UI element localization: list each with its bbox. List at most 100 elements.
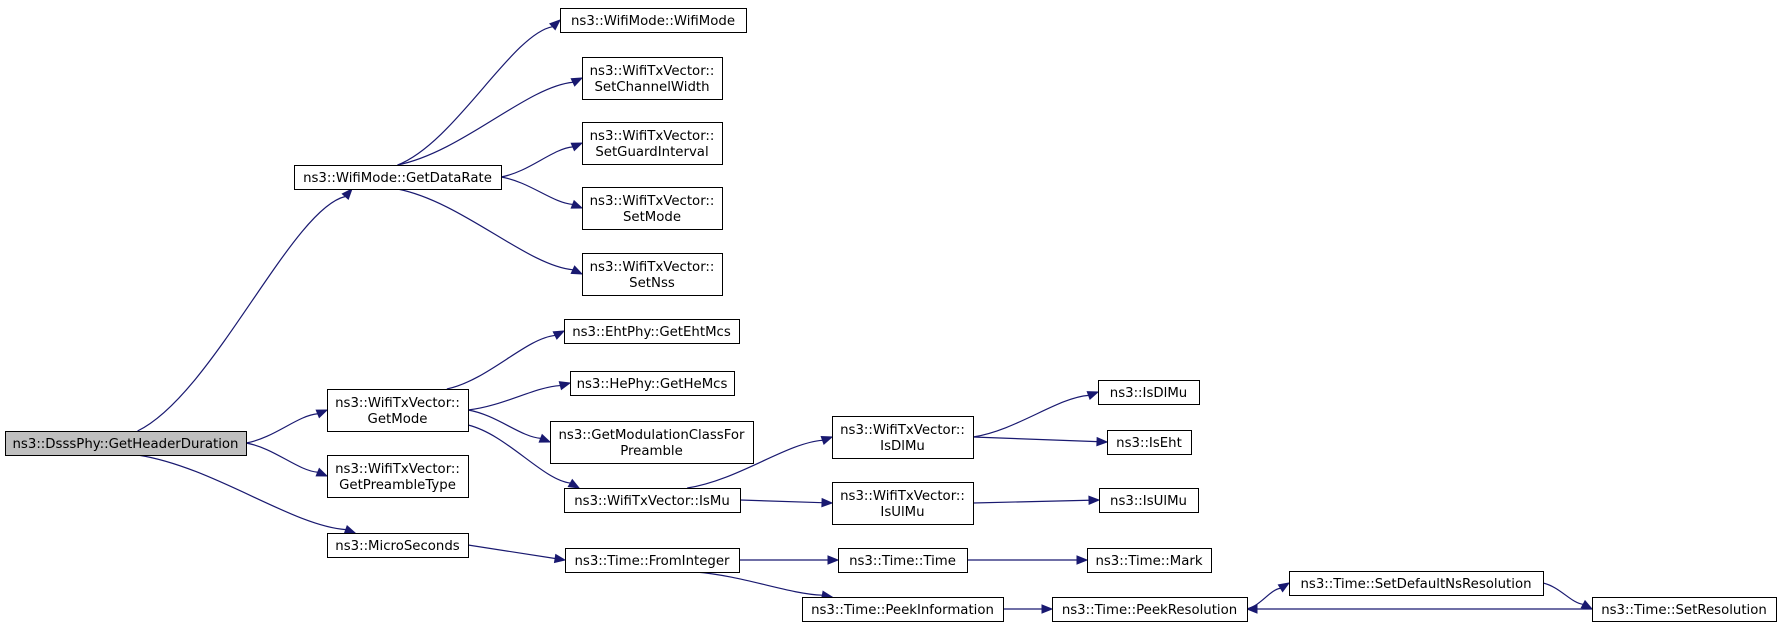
node-isDlMuVec[interactable]: ns3::WifiTxVector::IsDlMu: [832, 416, 974, 459]
node-getMode[interactable]: ns3::WifiTxVector::GetMode: [327, 389, 469, 432]
edge-fromInteger-to-peekInformation: [695, 571, 834, 600]
edge-arrowhead: [570, 199, 584, 209]
node-box: [832, 482, 974, 525]
edge-peekInformation-to-peekResolution: [1003, 604, 1054, 614]
edge-line: [972, 394, 1089, 438]
node-peekResolution[interactable]: ns3::Time::PeekResolution: [1052, 597, 1248, 622]
node-setMode[interactable]: ns3::WifiTxVector::SetMode: [582, 187, 723, 230]
node-peekInformation[interactable]: ns3::Time::PeekInformation: [802, 597, 1004, 622]
edge-line: [397, 188, 573, 271]
node-label: ns3::Time::FromInteger: [574, 554, 730, 569]
edge-peekResolution-to-setDefaultNsRes: [1246, 582, 1291, 610]
nodes-layer: ns3::DsssPhy::GetHeaderDurationns3::Wifi…: [5, 8, 1777, 622]
node-label: ns3::Time::SetDefaultNsResolution: [1300, 577, 1531, 592]
edge-arrowhead: [1088, 495, 1101, 505]
edge-line: [397, 26, 553, 166]
node-getHeMcs[interactable]: ns3::HePhy::GetHeMcs: [570, 371, 735, 396]
edge-microSeconds-to-fromInteger: [467, 544, 567, 564]
node-label: SetMode: [623, 210, 681, 225]
edge-line: [397, 81, 574, 166]
edge-arrowhead: [553, 553, 567, 564]
edge-arrowhead: [315, 467, 329, 477]
node-label: ns3::WifiTxVector::: [840, 423, 965, 438]
node-box: [582, 122, 723, 165]
node-isMuVec[interactable]: ns3::WifiTxVector::IsMu: [564, 488, 741, 513]
edge-isUlMuVec-to-isUlMu: [972, 495, 1101, 505]
node-root[interactable]: ns3::DsssPhy::GetHeaderDuration: [5, 431, 247, 456]
edge-root-to-getPreambleType: [245, 442, 329, 477]
node-setResolution[interactable]: ns3::Time::SetResolution: [1592, 597, 1777, 622]
edge-getMode-to-getEhtMcs: [446, 330, 566, 390]
node-box: [294, 165, 502, 190]
node-label: ns3::MicroSeconds: [335, 539, 459, 554]
node-getEhtMcs[interactable]: ns3::EhtPhy::GetEhtMcs: [564, 319, 740, 344]
edge-line: [467, 424, 571, 484]
node-isUlMu[interactable]: ns3::IsUlMu: [1099, 488, 1199, 513]
node-timeMark[interactable]: ns3::Time::Mark: [1087, 548, 1212, 573]
node-setGuardInterval[interactable]: ns3::WifiTxVector::SetGuardInterval: [582, 122, 723, 165]
edge-line: [137, 454, 346, 531]
node-fromInteger[interactable]: ns3::Time::FromInteger: [565, 548, 740, 573]
edge-root-to-getMode: [245, 409, 329, 444]
edge-arrowhead: [1096, 436, 1109, 447]
node-label: ns3::WifiMode::WifiMode: [571, 14, 735, 29]
node-box: [1098, 380, 1200, 405]
edge-getMode-to-isMuVec: [467, 424, 581, 489]
edge-arrowhead: [1041, 604, 1054, 614]
edge-getDataRate-to-setMode: [500, 176, 584, 209]
node-box: [1107, 430, 1192, 455]
node-setNss[interactable]: ns3::WifiTxVector::SetNss: [582, 253, 723, 296]
node-setDefaultNsRes[interactable]: ns3::Time::SetDefaultNsResolution: [1289, 571, 1544, 596]
edge-arrowhead: [1277, 582, 1291, 593]
node-box: [832, 416, 974, 459]
edge-line: [1542, 582, 1584, 605]
node-box: [5, 431, 247, 456]
node-label: SetGuardInterval: [595, 145, 708, 160]
edge-root-to-microSeconds: [137, 454, 357, 534]
node-label: IsDlMu: [880, 439, 925, 454]
edge-arrowhead: [567, 478, 581, 489]
node-label: ns3::Time::PeekResolution: [1062, 603, 1237, 618]
node-label: ns3::WifiTxVector::: [590, 194, 715, 209]
edge-arrowhead: [538, 433, 552, 443]
edge-line: [446, 334, 556, 390]
edge-line: [739, 499, 823, 504]
node-isEht[interactable]: ns3::IsEht: [1107, 430, 1192, 455]
edge-arrowhead: [549, 19, 562, 31]
edge-arrowhead: [1245, 604, 1258, 614]
node-setChannelWidth[interactable]: ns3::WifiTxVector::SetChannelWidth: [582, 57, 723, 100]
node-label: ns3::IsEht: [1116, 436, 1182, 451]
node-label: SetNss: [629, 276, 675, 291]
node-microSeconds[interactable]: ns3::MicroSeconds: [327, 533, 469, 558]
node-isDlMu[interactable]: ns3::IsDlMu: [1098, 380, 1200, 405]
edge-setDefaultNsRes-to-setResolution: [1542, 582, 1594, 610]
node-label: ns3::WifiTxVector::IsMu: [574, 494, 730, 509]
node-box: [582, 187, 723, 230]
node-label: Preamble: [620, 444, 683, 459]
edge-line: [500, 146, 573, 178]
node-getPreambleType[interactable]: ns3::WifiTxVector::GetPreambleType: [327, 455, 469, 498]
edge-arrowhead: [558, 381, 572, 391]
edge-arrowhead: [315, 409, 329, 419]
edge-line: [137, 195, 346, 432]
node-box: [1099, 488, 1199, 513]
node-label: ns3::Time::Mark: [1095, 554, 1202, 569]
node-box: [1087, 548, 1212, 573]
edge-arrowhead: [820, 436, 834, 445]
node-label: GetPreambleType: [339, 478, 456, 493]
node-label: ns3::WifiTxVector::: [590, 64, 715, 79]
node-box: [1289, 571, 1544, 596]
node-timeTime[interactable]: ns3::Time::Time: [838, 548, 968, 573]
node-label: ns3::Time::Time: [849, 554, 956, 569]
node-label: ns3::WifiTxVector::: [335, 462, 460, 477]
edge-getDataRate-to-setGuardInterval: [500, 142, 584, 178]
node-wifiMode[interactable]: ns3::WifiMode::WifiMode: [560, 8, 747, 33]
edge-arrowhead: [343, 524, 357, 534]
node-getDataRate[interactable]: ns3::WifiMode::GetDataRate: [294, 165, 502, 190]
edge-fromInteger-to-timeTime: [739, 555, 840, 565]
node-isUlMuVec[interactable]: ns3::WifiTxVector::IsUlMu: [832, 482, 974, 525]
edge-isDlMuVec-to-isEht: [972, 436, 1109, 447]
node-box: [564, 488, 741, 513]
